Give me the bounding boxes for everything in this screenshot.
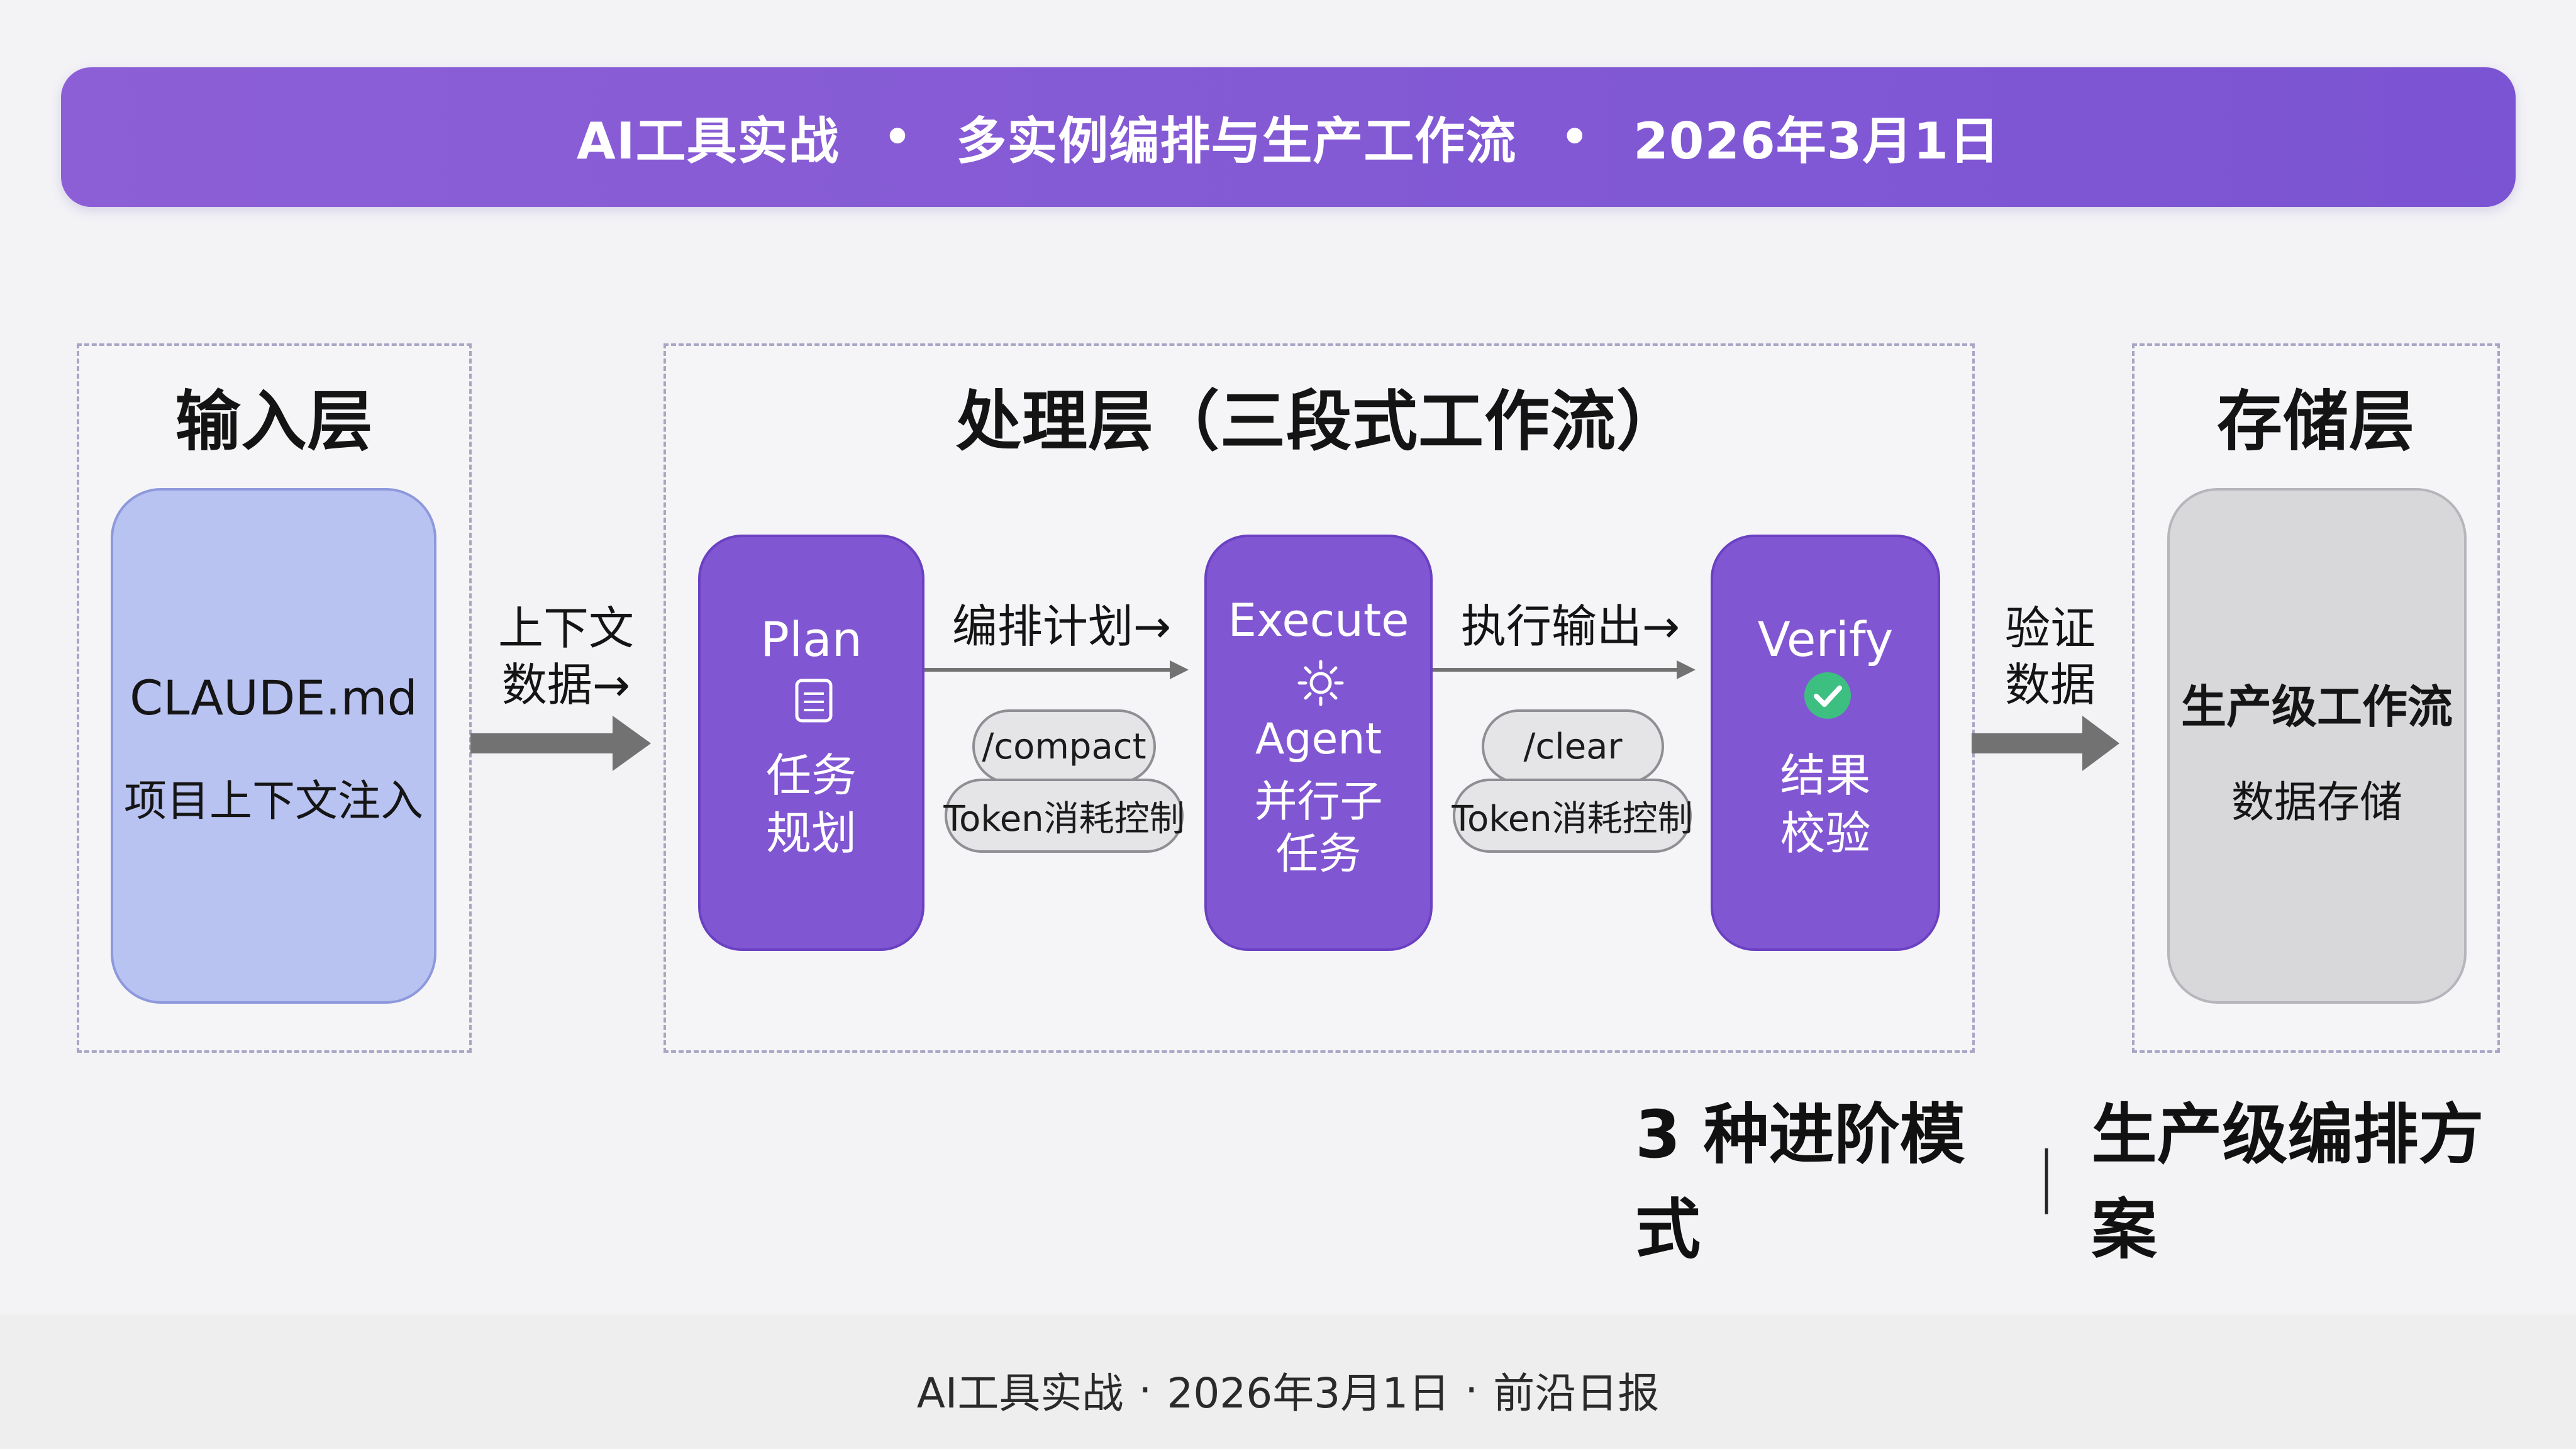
plan-stage-label-line-1: 任务 xyxy=(765,749,857,802)
check-circle-icon xyxy=(1804,672,1851,719)
summary-separator: | xyxy=(2035,1138,2058,1214)
token-control-pill-2: Token消耗控制 xyxy=(1452,779,1693,853)
header-segment-date: 2026年3月1日 xyxy=(1633,112,2001,170)
claude-md-subtitle: 项目上下文注入 xyxy=(123,777,423,826)
claude-md-card: CLAUDE.md 项目上下文注入 xyxy=(111,488,436,1004)
footer-date: 2026年3月1日 xyxy=(1167,1369,1450,1418)
plan-stage-name: Plan xyxy=(760,611,862,667)
input-to-processing-arrow xyxy=(470,716,651,771)
production-storage-card: 生产级工作流 数据存储 xyxy=(2167,488,2467,1004)
footer-band xyxy=(0,1314,2576,1449)
execute-to-verify-arrow xyxy=(1433,660,1696,679)
verified-data-label-line-1: 验证 xyxy=(2004,602,2096,655)
execute-stage-name: Execute xyxy=(1228,594,1409,647)
header-separator-1: • xyxy=(883,111,913,163)
plan-to-execute-arrow xyxy=(924,660,1189,679)
execute-parallel-label: 并行子 xyxy=(1254,777,1383,827)
execute-to-verify-label: 执行输出→ xyxy=(1460,600,1680,653)
footer-dot-2: · xyxy=(1465,1365,1479,1414)
summary-right: 生产级编排方案 xyxy=(2091,1096,2484,1268)
token-control-pill-1: Token消耗控制 xyxy=(943,779,1185,853)
data-storage-subtitle: 数据存储 xyxy=(2231,778,2402,828)
header-banner: AI工具实战 • 多实例编排与生产工作流 • 2026年3月1日 xyxy=(61,67,2516,207)
gear-icon xyxy=(1297,660,1344,706)
plan-stage-card: Plan 任务 规划 xyxy=(698,535,924,951)
header-separator-2: • xyxy=(1560,111,1590,163)
processing-to-storage-arrow xyxy=(1972,716,2119,771)
verify-stage-label-line-1: 结果 xyxy=(1780,749,1871,802)
production-workflow-title: 生产级工作流 xyxy=(2180,680,2453,733)
execute-agent-label: Agent xyxy=(1255,714,1382,764)
header-segment-topic: 多实例编排与生产工作流 xyxy=(956,112,1517,170)
verify-stage-name: Verify xyxy=(1757,611,1894,667)
summary-line: 3 种进阶模式 | 生产级编排方案 xyxy=(1635,1096,2516,1268)
plan-stage-label-line-2: 规划 xyxy=(765,807,857,860)
execute-stage-card: Execute Agent 并行子 任务 xyxy=(1204,535,1433,951)
input-layer-title: 输入层 xyxy=(175,383,374,460)
footer-text: AI工具实战 · 2026年3月1日 · 前沿日报 xyxy=(0,1358,2576,1421)
footer-dot-1: · xyxy=(1138,1365,1152,1414)
clear-command-pill: /clear xyxy=(1482,709,1664,784)
footer-source: 前沿日报 xyxy=(1493,1369,1660,1418)
verify-stage-label-line-2: 校验 xyxy=(1780,807,1871,860)
compact-command-pill: /compact xyxy=(972,709,1156,784)
plan-to-execute-label: 编排计划→ xyxy=(952,600,1172,653)
storage-layer-title: 存储层 xyxy=(2216,383,2415,460)
execute-task-label: 任务 xyxy=(1275,830,1362,879)
verify-stage-card: Verify 结果 校验 xyxy=(1711,535,1940,951)
context-data-label-line-1: 上下文 xyxy=(497,602,634,655)
document-icon xyxy=(795,679,833,723)
verified-data-label-line-2: 数据 xyxy=(2004,658,2096,711)
claude-md-title: CLAUDE.md xyxy=(130,670,418,726)
context-data-label-line-2: 数据→ xyxy=(501,658,631,711)
header-title: AI工具实战 • 多实例编排与生产工作流 • 2026年3月1日 xyxy=(61,67,2516,207)
summary-left: 3 种进阶模式 xyxy=(1635,1096,1965,1268)
processing-layer-title: 处理层（三段式工作流） xyxy=(955,383,1682,460)
footer-tool-name: AI工具实战 xyxy=(916,1369,1124,1418)
header-segment-tool: AI工具实战 xyxy=(576,112,840,170)
